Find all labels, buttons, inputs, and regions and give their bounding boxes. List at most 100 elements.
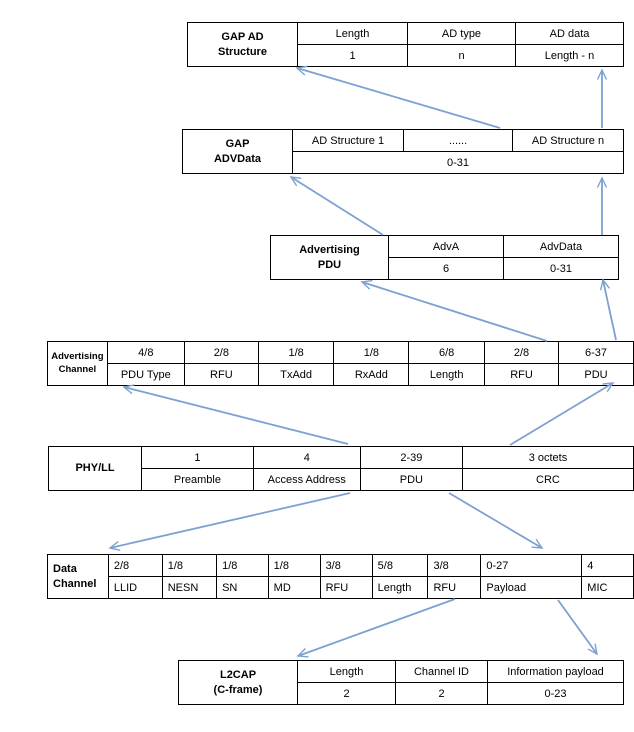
size-cell: 3/8	[427, 554, 482, 577]
table-row: GAP AD Structure Length AD type AD data	[187, 22, 624, 67]
size-cell: 3/8	[319, 554, 373, 577]
table-row: Preamble Access Address PDU CRC	[49, 468, 634, 491]
advertising-pdu-table: Advertising PDU AdvA AdvData 6 0-31	[270, 235, 619, 280]
table-label-line: L2CAP	[219, 669, 257, 682]
field-cell: Preamble	[141, 468, 254, 491]
arrow-datachannel-to-l2cap-left	[296, 598, 456, 658]
size-cell: 1/8	[267, 554, 321, 577]
table-row: LLID NESN SN MD RFU Length RFU Payload M…	[48, 576, 634, 599]
field-cell: RFU	[183, 363, 259, 386]
l2cap-label: L2CAP (C-frame)	[178, 660, 298, 705]
table-row: 1 n Length - n	[188, 44, 624, 67]
data-channel-table: Data Channel 2/8 1/8 1/8 1/8 3/8 5/8 3/8…	[47, 554, 634, 599]
table-row: 6 0-31	[271, 257, 619, 280]
field-cell: Channel ID	[395, 660, 488, 683]
size-cell-merged: 0-31	[292, 151, 624, 174]
field-cell: Information payload	[487, 660, 624, 683]
field-cell: PDU	[558, 363, 634, 386]
size-cell: 0-31	[503, 257, 619, 280]
arrow-advpdu-to-advdata-left	[289, 176, 384, 236]
field-cell: RxAdd	[333, 363, 410, 386]
size-cell: 4/8	[106, 341, 185, 364]
size-cell: 1	[297, 44, 408, 67]
size-cell: 2/8	[107, 554, 163, 577]
size-cell: Length - n	[515, 44, 624, 67]
table-row: L2CAP (C-frame) Length Channel ID Inform…	[178, 660, 624, 705]
size-cell: 1/8	[333, 341, 410, 364]
arrow-advdata-to-ad-structure-left	[295, 65, 501, 129]
size-cell: 5/8	[371, 554, 429, 577]
field-cell: SN	[216, 576, 269, 599]
field-cell: AD Structure n	[512, 129, 624, 152]
table-label-line: PDU	[317, 258, 342, 271]
arrow-advchannel-to-advpdu-right	[599, 278, 617, 341]
table-row: GAP ADVData AD Structure 1 ...... AD Str…	[182, 129, 624, 174]
advertising-pdu-label: Advertising PDU	[270, 235, 389, 280]
l2cap-table: L2CAP (C-frame) Length Channel ID Inform…	[178, 660, 624, 705]
gap-advdata-label: GAP ADVData	[182, 129, 293, 174]
table-row: Advertising Channel 4/8 2/8 1/8 1/8 6/8 …	[47, 341, 634, 386]
table-label-line: (C-frame)	[213, 683, 263, 696]
arrow-phyll-to-advchannel-left	[122, 384, 349, 445]
field-cell: AD type	[407, 22, 516, 45]
size-cell: 6/8	[408, 341, 486, 364]
field-cell: AdvData	[503, 235, 619, 258]
field-cell: NESN	[161, 576, 218, 599]
size-cell: 0-23	[487, 682, 624, 705]
size-cell: 1/8	[216, 554, 269, 577]
field-cell: RFU	[427, 576, 482, 599]
field-cell: TxAdd	[257, 363, 335, 386]
size-cell: n	[407, 44, 516, 67]
size-cell: 2-39	[359, 446, 463, 469]
field-cell: Length	[371, 576, 429, 599]
table-label-line: GAP AD	[221, 31, 264, 44]
field-cell: AdvA	[388, 235, 504, 258]
size-cell: 1/8	[257, 341, 335, 364]
advertising-channel-table: Advertising Channel 4/8 2/8 1/8 1/8 6/8 …	[47, 341, 634, 386]
data-channel-label: Data Channel	[47, 554, 109, 599]
field-cell: PDU	[359, 468, 463, 491]
arrow-advchannel-to-advpdu-left	[360, 279, 548, 342]
size-cell: 6	[388, 257, 504, 280]
size-cell: 4	[581, 554, 634, 577]
field-cell: Length	[297, 660, 396, 683]
table-label-line: ADVData	[213, 152, 262, 165]
arrow-datachannel-to-l2cap-right	[557, 599, 598, 656]
field-cell: Payload	[480, 576, 583, 599]
table-label-line: PHY/LL	[75, 462, 115, 475]
table-label-line: Advertising	[51, 351, 104, 363]
size-cell: 2	[297, 682, 396, 705]
table-row: PDU Type RFU TxAdd RxAdd Length RFU PDU	[48, 363, 634, 386]
field-cell: AD data	[515, 22, 624, 45]
field-cell: RFU	[319, 576, 373, 599]
field-cell: ......	[403, 129, 513, 152]
table-label-line: Advertising	[299, 244, 360, 257]
field-cell: Length	[408, 363, 486, 386]
gap-advdata-table: GAP ADVData AD Structure 1 ...... AD Str…	[182, 129, 624, 174]
field-cell: CRC	[461, 468, 634, 491]
field-cell: AD Structure 1	[292, 129, 404, 152]
arrow-phyll-to-datachannel-left	[108, 492, 351, 551]
size-cell: 4	[252, 446, 361, 469]
field-cell: RFU	[484, 363, 559, 386]
phy-ll-table: PHY/LL 1 4 2-39 3 octets Preamble Access…	[47, 446, 634, 491]
table-label-line: Channel	[58, 363, 97, 375]
field-cell: MIC	[581, 576, 634, 599]
table-row: Advertising PDU AdvA AdvData	[270, 235, 619, 280]
size-cell: 2/8	[183, 341, 259, 364]
size-cell: 1/8	[161, 554, 218, 577]
size-cell: 6-37	[558, 341, 634, 364]
gap-ad-structure-label: GAP AD Structure	[187, 22, 298, 67]
table-row: 0-31	[183, 151, 624, 174]
table-row: 2 2 0-23	[179, 682, 624, 705]
arrow-phyll-to-advchannel-right	[509, 382, 615, 446]
field-cell: MD	[267, 576, 321, 599]
field-cell: LLID	[107, 576, 163, 599]
field-cell: Length	[297, 22, 408, 45]
size-cell: 2/8	[484, 341, 559, 364]
advertising-channel-label: Advertising Channel	[47, 341, 108, 386]
size-cell: 3 octets	[461, 446, 634, 469]
field-cell: Access Address	[252, 468, 361, 491]
phy-ll-label: PHY/LL	[47, 446, 143, 491]
